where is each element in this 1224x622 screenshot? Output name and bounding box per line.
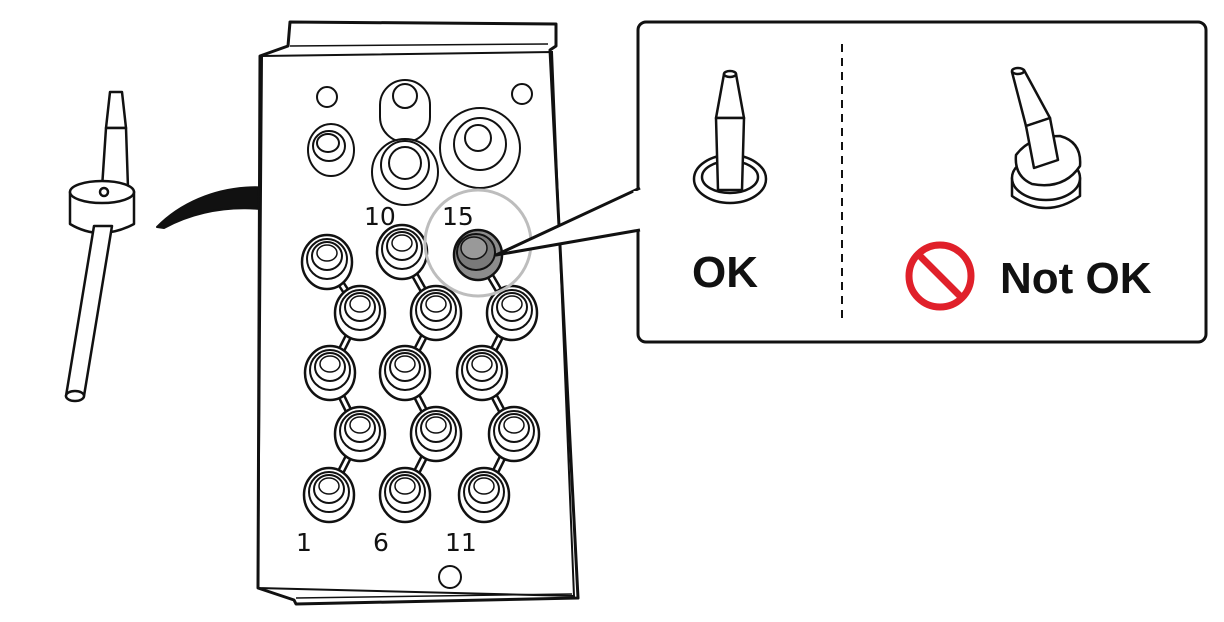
tool-slot — [333, 405, 387, 463]
tool-slot — [302, 466, 356, 524]
not-ok-tool-illustration — [1010, 66, 1082, 210]
slot-number-1: 1 — [296, 528, 312, 557]
tool-slot — [333, 284, 387, 342]
slot-number-11: 11 — [445, 528, 477, 557]
tool-slot — [457, 466, 511, 524]
ok-label: OK — [692, 248, 758, 297]
callout-box — [494, 20, 1208, 344]
tool-slot — [455, 344, 509, 402]
loose-tool — [64, 90, 136, 403]
slot-number-6: 6 — [373, 528, 389, 557]
ok-tool-illustration — [692, 69, 768, 205]
tool-slot — [487, 405, 541, 463]
tool-slot — [409, 284, 463, 342]
tool-slot — [303, 344, 357, 402]
tool-slot — [300, 233, 354, 291]
slot-numbers: 1 6 11 10 15 — [296, 202, 477, 557]
slot-number-10: 10 — [364, 202, 396, 231]
not-ok-label: Not OK — [1000, 254, 1152, 303]
tool-slots — [300, 223, 541, 524]
tool-slot — [409, 405, 463, 463]
tool-slot — [375, 223, 429, 281]
slot-number-15: 15 — [442, 202, 474, 231]
tool-slot — [378, 466, 432, 524]
tool-slot-15-highlighted — [452, 228, 504, 282]
tray-upper-fixtures — [307, 79, 533, 589]
tool-slot — [485, 284, 539, 342]
tool-slot — [378, 344, 432, 402]
no-entry-circle-icon — [905, 241, 975, 311]
